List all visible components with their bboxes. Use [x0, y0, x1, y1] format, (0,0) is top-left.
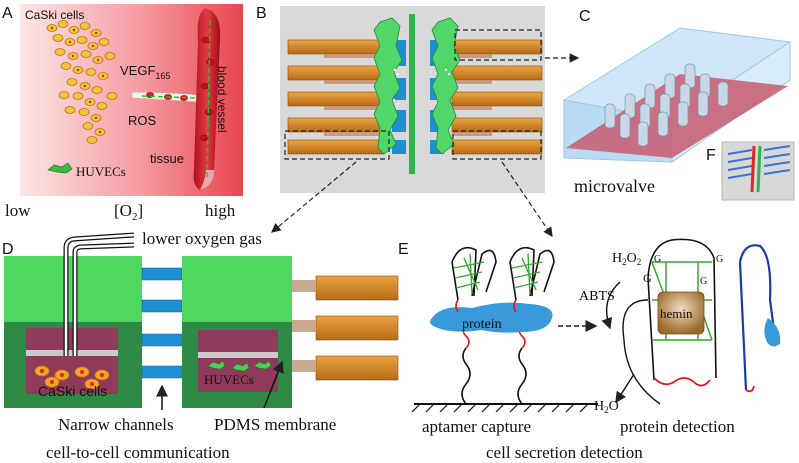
oxygen-low-label: low: [5, 201, 31, 220]
hemin-block: [657, 291, 705, 335]
panel-c-letter: C: [579, 8, 591, 25]
arrow-to-panel-e: [501, 161, 553, 237]
bound-protein: [764, 318, 781, 347]
g-label-3: G: [716, 254, 723, 265]
h2o-label: H2O: [594, 399, 619, 415]
caski-chamber: [26, 328, 118, 394]
h2o2-label: H2O2: [612, 251, 641, 267]
huvec-icon: [47, 162, 73, 174]
ros-label: ROS: [128, 113, 157, 128]
aptamer-hairpins: [451, 246, 555, 313]
panel-a-letter: A: [2, 5, 13, 22]
cell-to-cell-caption: cell-to-cell communication: [46, 443, 230, 462]
membrane-arrow: [263, 360, 284, 409]
oxygen-axis-label: [O2]: [114, 201, 143, 223]
panel-d-valves: [315, 275, 399, 381]
microvalve-pillars: [604, 63, 729, 147]
panel-c: C microvalve: [562, 8, 792, 196]
huvec-lining: [141, 19, 211, 181]
huvec-chamber: [198, 330, 278, 392]
narrow-channels: [141, 267, 183, 379]
panel-e: E: [398, 238, 781, 462]
vegf-label: VEGF165: [120, 63, 170, 81]
protein-blob: [430, 302, 553, 333]
g-label-1: G: [643, 271, 652, 285]
pdms-membrane-label: PDMS membrane: [214, 415, 336, 434]
caski-chamber-label: CaSki cells: [38, 383, 107, 399]
narrow-channels-label: Narrow channels: [58, 415, 174, 434]
blood-vessel-label: blood vessel: [215, 66, 229, 133]
hemin-label: hemin: [660, 306, 693, 321]
cell-secretion-caption: cell secretion detection: [486, 443, 643, 462]
g-quadruplex: [601, 238, 781, 405]
oxygen-high-label: high: [205, 201, 236, 220]
g-label-4: G: [700, 276, 707, 287]
tissue-label: tissue: [150, 151, 184, 166]
huvec-chamber-label: HUVECs: [204, 372, 254, 387]
aptamer-capture-caption: aptamer capture: [422, 417, 531, 436]
panel-f: F: [706, 141, 795, 201]
protein-detection-caption: protein detection: [620, 417, 735, 436]
panel-b-letter: B: [256, 5, 267, 22]
lower-oxygen-label: lower oxygen gas: [142, 229, 262, 248]
panel-d-letter: D: [2, 241, 14, 258]
g-label-2: G: [654, 254, 661, 265]
microvalve-caption: microvalve: [574, 176, 655, 196]
panel-f-letter: F: [706, 147, 716, 164]
abts-label: ABTS: [579, 289, 615, 304]
blood-vessel: [193, 8, 221, 190]
arrow-to-panel-d: [271, 161, 357, 233]
caski-cell-cluster: [46, 20, 118, 144]
panel-a: A CaSki cells VEGF165 ROS tissue blood v…: [2, 4, 243, 223]
huvec-label: HUVECs: [76, 164, 126, 179]
panel-e-letter: E: [398, 241, 409, 258]
caski-label: CaSki cells: [25, 8, 84, 22]
panel-d: D: [2, 229, 399, 462]
chip-device: [284, 14, 543, 174]
panel-b: B: [256, 5, 580, 237]
protein-label: protein: [462, 317, 502, 332]
